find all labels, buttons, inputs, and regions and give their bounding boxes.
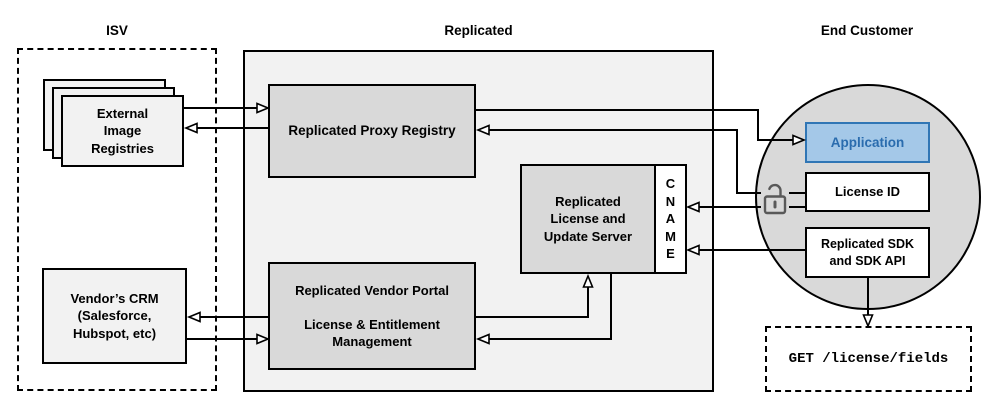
isv-section-container — [17, 48, 217, 391]
replicated-vendor-portal-node: Replicated Vendor Portal License & Entit… — [268, 262, 476, 370]
application-node: Application — [805, 122, 930, 163]
get-license-fields-node: GET /license/fields — [765, 326, 972, 392]
replicated-proxy-registry-node: Replicated Proxy Registry — [268, 84, 476, 178]
section-label-replicated: Replicated — [444, 23, 513, 38]
replicated-license-update-server-node: Replicated License and Update Server — [520, 164, 656, 274]
license-id-node: License ID — [805, 172, 930, 212]
cname-node: C N A M E — [654, 164, 687, 274]
section-label-end-customer: End Customer — [820, 23, 914, 38]
vendors-crm-node: Vendor’s CRM (Salesforce, Hubspot, etc) — [42, 268, 187, 364]
replicated-sdk-node: Replicated SDK and SDK API — [805, 227, 930, 278]
external-image-registries-node: External Image Registries — [61, 95, 184, 167]
section-label-isv: ISV — [106, 23, 128, 38]
